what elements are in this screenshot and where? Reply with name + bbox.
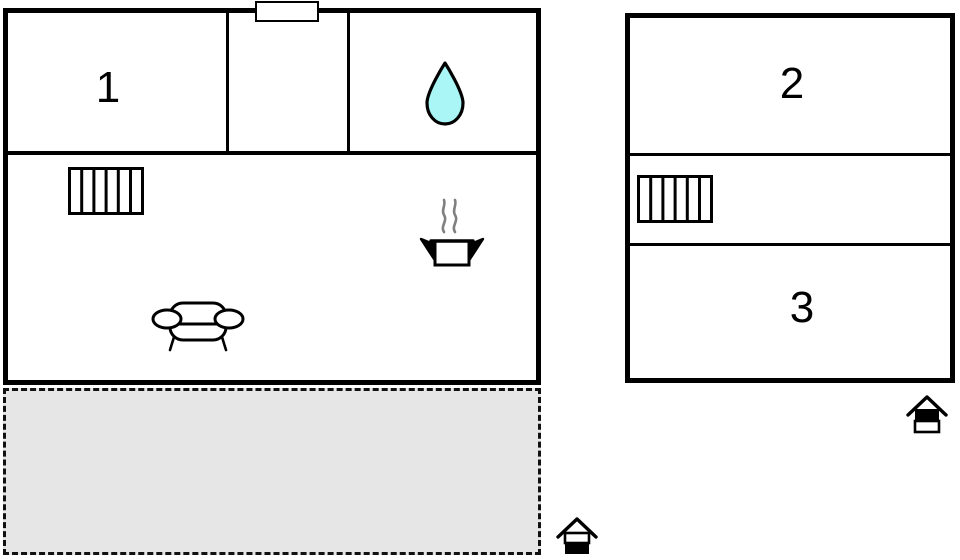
room-label-2: 2 <box>779 59 805 108</box>
stairs-icon <box>68 167 144 215</box>
room-label-3: 3 <box>789 283 815 332</box>
stairs-icon <box>637 175 713 223</box>
right-building-divider-horizontal-2 <box>625 243 955 246</box>
entrance-marker-main-icon <box>556 516 598 556</box>
entrance-marker-secondary-icon <box>906 394 948 434</box>
left-building-divider-horizontal <box>3 151 541 155</box>
top-window-protrusion <box>255 1 319 22</box>
sofa-icon <box>150 298 246 354</box>
left-building-divider-vertical-1 <box>226 8 229 154</box>
room-label-1: 1 <box>95 63 121 112</box>
left-building-divider-vertical-2 <box>347 8 350 154</box>
water-drop-icon <box>419 59 471 129</box>
right-building-outline <box>625 13 955 383</box>
right-building-divider-horizontal-1 <box>625 153 955 156</box>
cooking-pot-icon <box>414 190 490 268</box>
terrace-area <box>3 388 541 555</box>
